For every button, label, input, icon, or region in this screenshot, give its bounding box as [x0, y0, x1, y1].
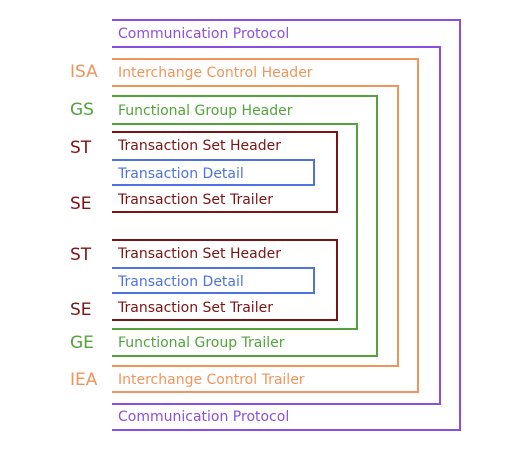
communication-bracket-outer	[112, 19, 461, 431]
interchange-bracket-outer	[112, 58, 419, 393]
functional-group-header-label: Functional Group Header	[118, 103, 293, 119]
ge-segment-label: GE	[70, 333, 94, 353]
interchange-header-label: Interchange Control Header	[118, 65, 313, 81]
transaction-set-1-bracket	[112, 131, 338, 213]
iea-segment-label: IEA	[70, 370, 98, 390]
gs-segment-label: GS	[70, 100, 94, 120]
transaction-set-trailer-label-1: Transaction Set Trailer	[118, 192, 273, 208]
transaction-set-trailer-label-2: Transaction Set Trailer	[118, 300, 273, 316]
transaction-set-2-bracket	[112, 239, 338, 321]
transaction-detail-2-box	[112, 267, 315, 294]
transaction-detail-1-box	[112, 159, 315, 186]
transaction-set-header-label-2: Transaction Set Header	[118, 246, 281, 262]
isa-segment-label: ISA	[70, 62, 98, 82]
interchange-bracket-inner	[112, 85, 399, 367]
communication-protocol-footer-label: Communication Protocol	[118, 409, 290, 425]
st-segment-label-1: ST	[70, 138, 92, 158]
interchange-trailer-label: Interchange Control Trailer	[118, 372, 305, 388]
communication-protocol-header-label: Communication Protocol	[118, 26, 290, 42]
transaction-detail-label-1: Transaction Detail	[118, 166, 244, 182]
transaction-set-header-label-1: Transaction Set Header	[118, 138, 281, 154]
transaction-detail-label-2: Transaction Detail	[118, 274, 244, 290]
st-segment-label-2: ST	[70, 245, 92, 265]
functional-group-bracket-inner	[112, 123, 358, 330]
communication-bracket-inner	[112, 46, 441, 405]
functional-group-bracket-outer	[112, 95, 378, 357]
se-segment-label-2: SE	[70, 300, 92, 320]
functional-group-trailer-label: Functional Group Trailer	[118, 335, 285, 351]
se-segment-label-1: SE	[70, 194, 92, 214]
